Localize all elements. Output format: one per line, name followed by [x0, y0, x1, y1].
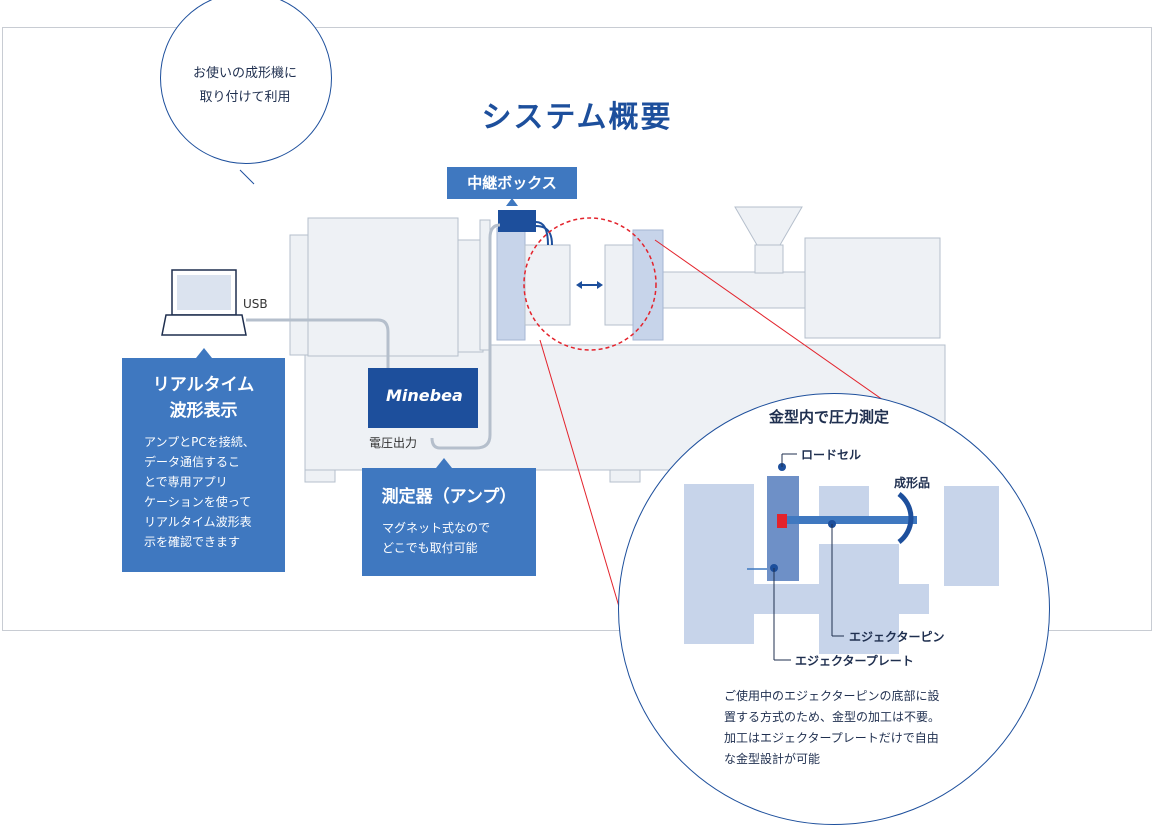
amp-body-2: どこでも取付可能: [382, 541, 478, 555]
load-cell-label: ロードセル: [801, 448, 862, 462]
amp-title: 測定器（アンプ）: [381, 487, 517, 507]
speech-bubble-text: お使いの成形機に 取り付けて利用: [160, 62, 330, 110]
usb-label: USB: [243, 297, 268, 311]
amp-panel: 測定器（アンプ） マグネット式なので どこでも取付可能: [362, 468, 536, 576]
zoom-desc-4: な金型設計が可能: [724, 752, 821, 766]
realtime-body-4: ケーションを使って: [144, 495, 252, 509]
voltage-output-label: 電圧出力: [369, 436, 418, 450]
zoom-title: 金型内で圧力測定: [769, 408, 890, 426]
ejector-plate-label: エジェクタープレート: [795, 654, 914, 668]
realtime-title-1: リアルタイム: [152, 375, 255, 395]
realtime-body-1: アンプとPCを接続、: [144, 435, 255, 449]
speech-bubble: [160, 0, 332, 164]
realtime-waveform-panel: リアルタイム 波形表示 アンプとPCを接続、 データ通信するこ とで専用アプリ …: [122, 358, 285, 572]
ejector-pin-label: エジェクターピン: [849, 630, 945, 644]
molded-product-label: 成形品: [894, 476, 931, 490]
page-title: システム概要: [481, 100, 673, 135]
zoom-detail-circle: 金型内で圧力測定 ロードセル 成形品 エジェクターピン エジェクタープレート ご…: [618, 393, 1050, 825]
realtime-body-5: リアルタイム波形表: [144, 515, 252, 529]
realtime-body-3: とで専用アプリ: [144, 475, 228, 489]
relay-box-label: 中継ボックス: [447, 167, 577, 199]
zoom-description: ご使用中のエジェクターピンの底部に設 置する方式のため、金型の加工は不要。 加工…: [724, 686, 940, 770]
realtime-body-2: データ通信するこ: [144, 455, 241, 469]
zoom-desc-2: 置する方式のため、金型の加工は不要。: [724, 710, 941, 724]
zoom-desc-1: ご使用中のエジェクターピンの底部に設: [724, 689, 940, 703]
realtime-title-2: 波形表示: [169, 401, 238, 421]
zoom-desc-3: 加工はエジェクタープレートだけで自由: [724, 731, 939, 745]
realtime-body-6: 示を確認できます: [144, 535, 241, 549]
amp-brand-logo: Minebea: [386, 386, 463, 405]
speech-line-1: お使いの成形機に: [192, 66, 297, 81]
speech-line-2: 取り付けて利用: [199, 90, 291, 105]
amp-body-1: マグネット式なので: [382, 521, 491, 535]
mold-cross-section: [684, 453, 999, 661]
